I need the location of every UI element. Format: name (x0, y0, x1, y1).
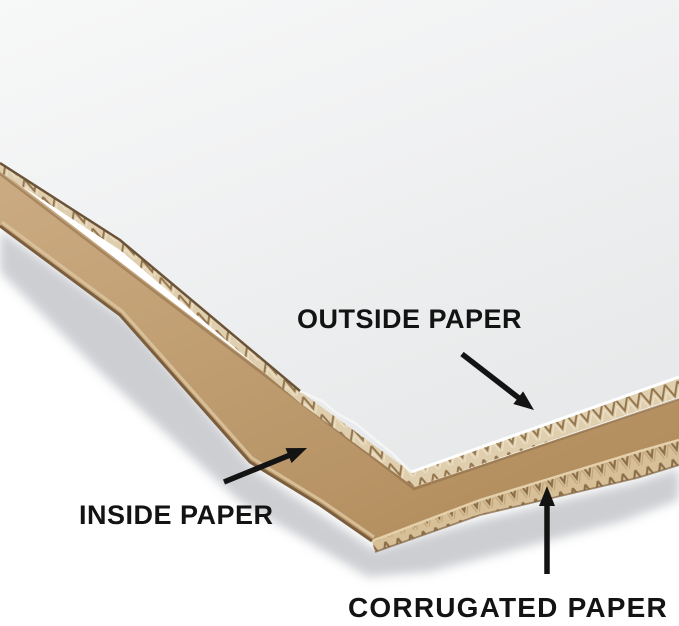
corrugated-edge (372, 440, 679, 552)
left-edge-line (0, 224, 373, 543)
annotation-arrows (222, 351, 555, 574)
white-liner-edge (410, 375, 679, 474)
torn-liner-detail (299, 389, 412, 473)
inside-paper-arrow (222, 448, 307, 485)
corrugated-edge-underline (374, 464, 679, 553)
corrugated-paper-arrow-head (539, 486, 555, 506)
top-board-left-edge-line (0, 161, 301, 392)
kraft-top-surface (0, 170, 679, 541)
outside-paper-arrow-head (513, 391, 534, 410)
label-outside-paper: OUTSIDE PAPER (297, 304, 523, 334)
cast-shadow (0, 230, 679, 577)
outside-board-corrugated-edge (0, 163, 679, 487)
label-inside-paper: INSIDE PAPER (79, 500, 274, 530)
outside-paper-arrow-shaft (460, 351, 526, 405)
inside-paper-arrow-head (285, 448, 307, 463)
shadow-shape (0, 230, 679, 577)
outside-paper-board (0, 0, 679, 487)
inside-paper-arrow-shaft (222, 450, 297, 485)
inside-paper-board (0, 170, 679, 553)
corrugated-edge-highlight (371, 438, 679, 543)
outside-paper-surface (0, 0, 679, 472)
left-edge-highlight (1, 220, 375, 539)
outside-paper-arrow (460, 351, 534, 410)
board-seam-shadow (0, 173, 679, 491)
label-corrugated-paper: CORRUGATED PAPER (348, 592, 668, 623)
corrugated-paper-arrow (539, 486, 555, 574)
